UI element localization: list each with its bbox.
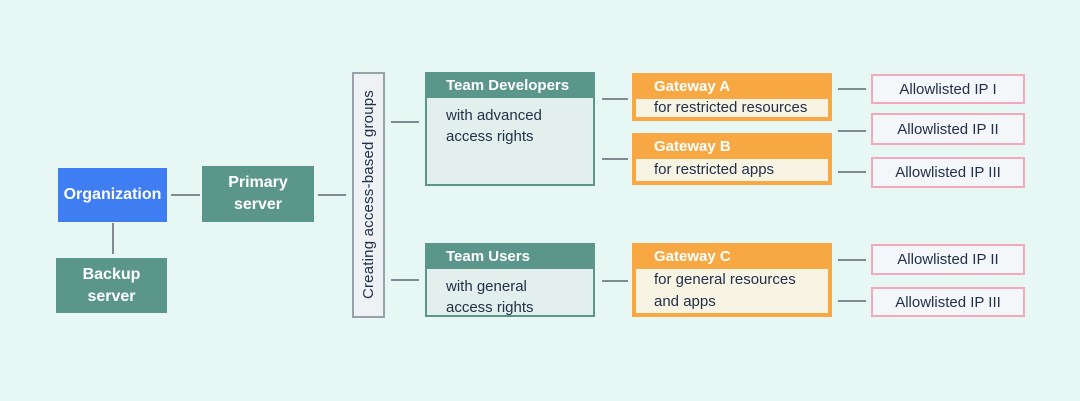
- connector-primary-groupbox: [318, 194, 346, 196]
- team-users-description: with general access rights: [427, 269, 593, 316]
- team-users-desc-line2: access rights: [446, 299, 534, 316]
- allowlisted-ip-3-node: Allowlisted IP III: [871, 157, 1025, 188]
- backup-server-node: Backup server: [56, 258, 167, 313]
- connector-gateway-c-ip4: [838, 259, 866, 261]
- gateway-c-desc-line1: for general resources: [654, 271, 796, 289]
- allowlisted-ip-2-node: Allowlisted IP II: [871, 113, 1025, 145]
- team-developers-node: Team Developers with advanced access rig…: [425, 72, 595, 186]
- team-developers-desc-line2: access rights: [446, 128, 534, 145]
- organization-node: Organization: [58, 168, 167, 222]
- connector-gateway-c-ip5: [838, 300, 866, 302]
- gateway-a-desc-text: for restricted resources: [654, 99, 808, 117]
- allowlisted-ip-4-node: Allowlisted IP II: [871, 244, 1025, 275]
- gateway-b-header: Gateway B: [654, 137, 731, 155]
- access-groups-box: Creating access-based groups: [352, 72, 385, 318]
- primary-server-node: Primary server: [202, 166, 314, 222]
- allowlisted-ip-3-label: Allowlisted IP III: [895, 164, 1001, 181]
- gateway-b-node: Gateway B for restricted apps: [632, 133, 832, 185]
- gateway-c-desc-line2: and apps: [654, 293, 716, 310]
- connector-teamdevelopers-gateway-a: [602, 98, 628, 100]
- team-users-node: Team Users with general access rights: [425, 243, 595, 317]
- connector-groupbox-teamdevelopers: [391, 121, 419, 123]
- team-developers-description: with advanced access rights: [427, 98, 593, 184]
- primary-server-label-line1: Primary: [228, 174, 288, 192]
- connector-teamdevelopers-gateway-b: [602, 158, 628, 160]
- gateway-a-node: Gateway A for restricted resources: [632, 73, 832, 121]
- connector-gateway-b-ip3: [838, 171, 866, 173]
- gateway-b-description: for restricted apps: [636, 159, 828, 181]
- allowlisted-ip-1-label: Allowlisted IP I: [899, 80, 997, 98]
- primary-server-label-line2: server: [233, 196, 283, 213]
- backup-server-label-line2: server: [87, 287, 136, 305]
- allowlisted-ip-1-node: Allowlisted IP I: [871, 74, 1025, 104]
- access-groups-label: Creating access-based groups: [360, 90, 377, 300]
- gateway-a-description: for restricted resources: [636, 99, 828, 117]
- connector-gateways-ip2: [838, 130, 866, 132]
- allowlisted-ip-4-label: Allowlisted IP II: [897, 251, 999, 268]
- team-users-header: Team Users: [446, 247, 530, 265]
- allowlisted-ip-2-label: Allowlisted IP II: [897, 120, 999, 138]
- team-developers-desc-line1: with advanced: [446, 107, 542, 124]
- connector-groupbox-teamusers: [391, 279, 419, 281]
- gateway-a-header: Gateway A: [654, 77, 731, 95]
- team-developers-header: Team Developers: [446, 76, 570, 94]
- gateway-c-description: for general resources and apps: [636, 269, 828, 313]
- gateway-c-header: Gateway C: [654, 247, 731, 265]
- organization-label: Organization: [63, 186, 162, 204]
- team-users-desc-line1: with general: [446, 278, 527, 295]
- connector-organization-primary: [171, 194, 200, 196]
- allowlisted-ip-5-node: Allowlisted IP III: [871, 287, 1025, 317]
- allowlisted-ip-5-label: Allowlisted IP III: [895, 293, 1001, 311]
- connector-gateway-a-ip1: [838, 88, 866, 90]
- connector-organization-backup: [112, 223, 114, 254]
- connector-teamusers-gateway-c: [602, 280, 628, 282]
- gateway-c-node: Gateway C for general resources and apps: [632, 243, 832, 317]
- gateway-b-desc-text: for restricted apps: [654, 161, 775, 179]
- backup-server-label-line1: Backup: [82, 265, 141, 283]
